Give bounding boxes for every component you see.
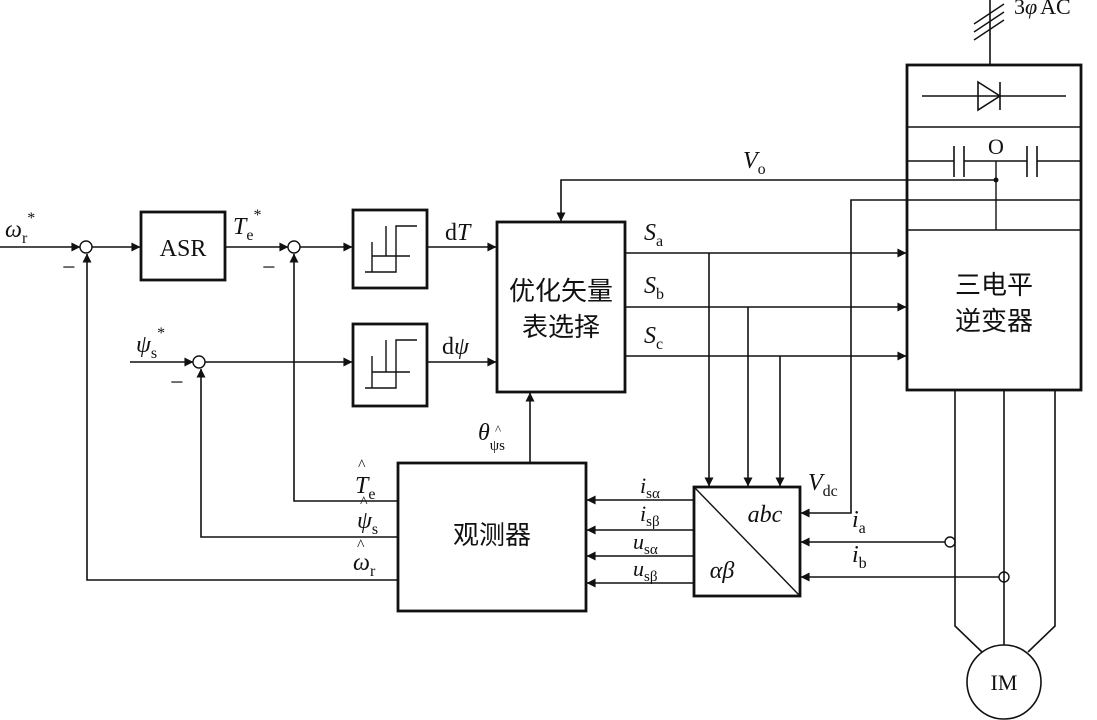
flux-minus-sign: −: [170, 370, 184, 396]
observer-label: 观测器: [453, 521, 531, 551]
torque-hysteresis-block: [351, 208, 429, 290]
theta-hat-mark: ^: [495, 422, 501, 437]
vo-feedback-wire: [556, 179, 996, 222]
asr-block: [139, 210, 227, 282]
sc-label: Sc: [644, 323, 663, 353]
flux-hysteresis-icon: [365, 339, 417, 389]
motor-label: IM: [991, 670, 1018, 695]
dpsi-label: dψ: [442, 334, 470, 360]
te-hat-label: Te: [355, 473, 375, 503]
ia-sensor-node: [944, 536, 956, 548]
ia-label: ia: [852, 507, 866, 537]
speed-minus-sign: −: [62, 255, 76, 281]
flux-summing-junction: [192, 355, 206, 369]
phase-a-line: [954, 390, 983, 653]
psi-feedback-wire: [196, 368, 398, 538]
selector-label-line1: 优化矢量: [509, 277, 613, 307]
selector-label-line2: 表选择: [522, 313, 600, 343]
te-hat-mark: ^: [358, 457, 366, 474]
isa-label: isα: [640, 473, 660, 502]
flux-hysteresis-block: [351, 322, 429, 408]
three-phase-ticks-icon: [973, 3, 1005, 41]
vector-table-selector-block: [495, 220, 627, 394]
te-ref-label: Te*: [233, 207, 261, 244]
vo-label: Vo: [743, 148, 766, 178]
transform-diagonal: [693, 486, 801, 597]
vdc-feedback-wire: [800, 199, 1081, 518]
omega-hat-label: ωr: [353, 550, 376, 580]
psi-hat-label: ψs: [357, 508, 378, 538]
torque-minus-sign: −: [262, 255, 276, 281]
te-feedback-wire: [289, 253, 398, 502]
asr-label: ASR: [160, 236, 207, 262]
transform-ab-label: αβ: [710, 558, 735, 584]
sa-label: Sa: [644, 220, 663, 250]
psi-hat-mark: ^: [360, 494, 368, 511]
omega-hat-mark: ^: [357, 537, 365, 554]
ib-label: ib: [852, 542, 867, 572]
diode-icon: [977, 80, 1002, 112]
phase-c-line: [1027, 390, 1056, 653]
inverter-label-line1: 三电平: [955, 271, 1033, 301]
transform-abc-label: abc: [748, 502, 783, 528]
midpoint-label: O: [988, 134, 1004, 159]
dT-label: dT: [445, 220, 472, 246]
vdc-label: Vdc: [808, 470, 838, 500]
inverter-label-line2: 逆变器: [955, 307, 1033, 337]
omega-ref-label: ωr*: [5, 210, 35, 247]
omega-feedback-wire: [82, 253, 398, 581]
torque-summing-junction: [287, 240, 301, 254]
three-level-inverter-block: [905, 63, 1083, 392]
psi-ref-label: ψs*: [136, 325, 165, 362]
speed-summing-junction: [79, 240, 93, 254]
torque-hysteresis-icon: [365, 225, 417, 273]
usa-label: usα: [633, 529, 658, 558]
sb-label: Sb: [644, 273, 664, 303]
theta-label: θψs: [478, 420, 505, 454]
isb-label: isβ: [640, 501, 660, 530]
usb-label: usβ: [633, 556, 657, 585]
